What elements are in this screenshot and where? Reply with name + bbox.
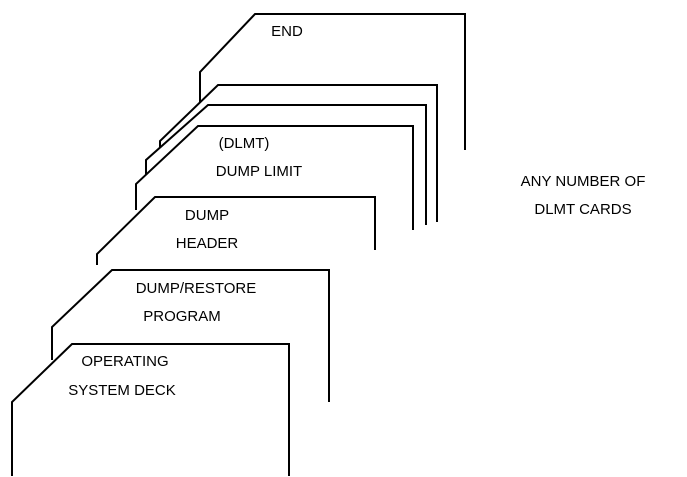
card-dump-header-line-2: HEADER (176, 235, 239, 252)
annotation-line-2: DLMT CARDS (534, 201, 631, 218)
annotation-line-1: ANY NUMBER OF (521, 173, 646, 190)
card-dump-restore-line-1: DUMP/RESTORE (136, 280, 257, 297)
card-dump-limit-line-2: DUMP LIMIT (216, 163, 302, 180)
card-dump-limit-line-1: (DLMT) (219, 135, 270, 152)
card-dump-restore-line-2: PROGRAM (143, 308, 221, 325)
card-operating-system-line-2: SYSTEM DECK (68, 382, 176, 399)
card-operating-system-deck: OPERATING SYSTEM DECK (12, 344, 289, 476)
card-end-label: END (271, 23, 303, 40)
card-dump-header-line-1: DUMP (185, 207, 229, 224)
card-operating-system-line-1: OPERATING (81, 353, 168, 370)
dlmt-annotation: ANY NUMBER OF DLMT CARDS (521, 173, 646, 218)
